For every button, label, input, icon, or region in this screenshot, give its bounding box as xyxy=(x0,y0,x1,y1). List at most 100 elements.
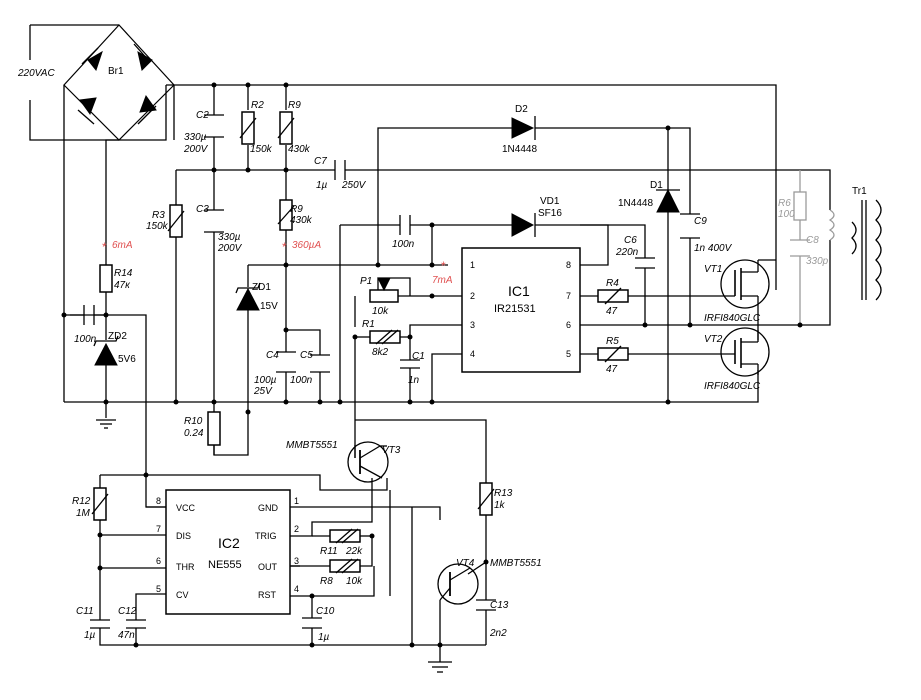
vd1-ref: VD1 xyxy=(540,196,560,207)
d1-ref: D1 xyxy=(650,180,663,191)
c6-val: 220n xyxy=(615,247,639,258)
resistors xyxy=(91,111,807,574)
ic2-pin-1-name: GND xyxy=(258,503,279,513)
r1-ref: R1 xyxy=(362,319,375,330)
c3-ref: C3 xyxy=(196,204,209,215)
zd2-val: 5V6 xyxy=(118,354,136,365)
r10-val: 0.24 xyxy=(184,428,204,439)
r9b-ref: R9 xyxy=(290,204,303,215)
r12-ref: R12 xyxy=(72,496,91,507)
c3-val2: 200V xyxy=(217,243,243,254)
p1-val: 10k xyxy=(372,306,389,317)
r3-ref: R3 xyxy=(152,210,165,221)
c13-ref: C13 xyxy=(490,600,509,611)
ic1-pin-2: 2 xyxy=(470,291,475,301)
c8-ref: C8 xyxy=(806,235,819,246)
ic1-pin-5: 5 xyxy=(566,349,571,359)
c7-val2: 250V xyxy=(341,180,367,191)
ic2-ref: IC2 xyxy=(218,535,240,551)
c2-val2: 200V xyxy=(183,144,209,155)
ic1-pin-7: 7 xyxy=(566,291,571,301)
r9a-val: 430k xyxy=(288,144,311,155)
c-100n-top: 100n xyxy=(392,239,415,250)
bridge-rectifier xyxy=(63,24,175,141)
svg-text:*: * xyxy=(282,240,287,254)
ic2-pin-7-name: DIS xyxy=(176,531,191,541)
ic2-pin-5-name: CV xyxy=(176,590,189,600)
c10-val: 1µ xyxy=(318,632,330,643)
c12-ref: C12 xyxy=(118,606,137,617)
ic2-pin-6-num: 6 xyxy=(156,556,161,566)
c11-val: 1µ xyxy=(84,630,96,641)
c5-ref: C5 xyxy=(300,350,313,361)
ground-symbols xyxy=(96,419,452,673)
r3-val: 150k xyxy=(146,221,169,232)
p1-ref: P1 xyxy=(360,276,372,287)
c4-ref: C4 xyxy=(266,350,279,361)
svg-text:*: * xyxy=(441,259,446,273)
ic2-labels: IC2 NE555 VCC DIS THR CV 8 7 6 5 GND TRI… xyxy=(156,496,299,600)
r6-body xyxy=(793,191,807,221)
ic2-pin-stubs xyxy=(146,506,300,567)
c2-ref: C2 xyxy=(196,110,209,121)
component-labels: 220VAC Br1 Tr1 C2 330µ 200V R2 150k R9 4… xyxy=(17,66,867,643)
c1-ref: C1 xyxy=(412,351,425,362)
vt4-ref: VT4 xyxy=(456,558,475,569)
c9-val: 1n 400V xyxy=(694,243,733,254)
r13-ref: R13 xyxy=(494,488,513,499)
c7-ref: C7 xyxy=(314,156,327,167)
r2-val: 150k xyxy=(250,144,273,155)
current-7ma: 7mA xyxy=(432,275,453,286)
p1-body xyxy=(369,289,399,303)
ic2-pin-5-num: 5 xyxy=(156,584,161,594)
c1-val: 1n xyxy=(408,375,420,386)
c2-val1: 330µ xyxy=(184,132,207,143)
r9b-val: 430k xyxy=(290,215,313,226)
vt3-val: MMBT5551 xyxy=(286,440,338,451)
mains-label: 220VAC xyxy=(17,68,55,79)
c12-val: 47n xyxy=(118,630,135,641)
ic2-pin-4-num: 4 xyxy=(294,584,299,594)
c-100n-left: 100n xyxy=(74,334,97,345)
ic1-pin-4: 4 xyxy=(470,349,475,359)
bjts xyxy=(347,441,479,605)
r5-val: 47 xyxy=(606,364,618,375)
vt2-val: IRFI840GLC xyxy=(704,381,761,392)
r4-val: 47 xyxy=(606,306,618,317)
ic2-pin-4-name: RST xyxy=(258,590,277,600)
c9-ref: C9 xyxy=(694,216,707,227)
ic2-pin-7-num: 7 xyxy=(156,524,161,534)
r8-ref: R8 xyxy=(320,576,333,587)
ic1-pin-1: 1 xyxy=(470,260,475,270)
br1-label: Br1 xyxy=(108,66,124,77)
c6-ref: C6 xyxy=(624,235,637,246)
r14-body xyxy=(99,264,113,293)
ic1-pin-8: 8 xyxy=(566,260,571,270)
r5-ref: R5 xyxy=(606,336,619,347)
c8-val: 330p xyxy=(806,256,829,267)
ic2-pin-3-num: 3 xyxy=(294,556,299,566)
r11-val: 22k xyxy=(345,546,363,557)
ic2-pin-2-name: TRIG xyxy=(255,531,277,541)
ic1-name: IR21531 xyxy=(494,303,536,315)
c11-ref: C11 xyxy=(76,606,94,617)
zd2-ref: ZD2 xyxy=(108,331,127,342)
junctions xyxy=(61,82,803,648)
vt1-val: IRFI840GLC xyxy=(704,313,761,324)
vt3-ref: VT3 xyxy=(382,445,401,456)
zd1-val: 15V xyxy=(260,301,278,312)
vt4-val: MMBT5551 xyxy=(490,558,542,569)
r6-ref: R6 xyxy=(778,198,791,209)
diodes xyxy=(93,116,680,366)
r10-ref: R10 xyxy=(184,416,203,427)
r9a-ref: R9 xyxy=(288,100,301,111)
current-markers: * * * xyxy=(102,240,446,273)
r12-val: 1M xyxy=(76,508,91,519)
ic2-name: NE555 xyxy=(208,559,242,571)
r1-val: 8k2 xyxy=(372,347,389,358)
c3-val1: 330µ xyxy=(218,232,241,243)
r6-val: 100 xyxy=(778,209,795,220)
r11-ref: R11 xyxy=(320,546,338,557)
wires xyxy=(29,24,831,662)
